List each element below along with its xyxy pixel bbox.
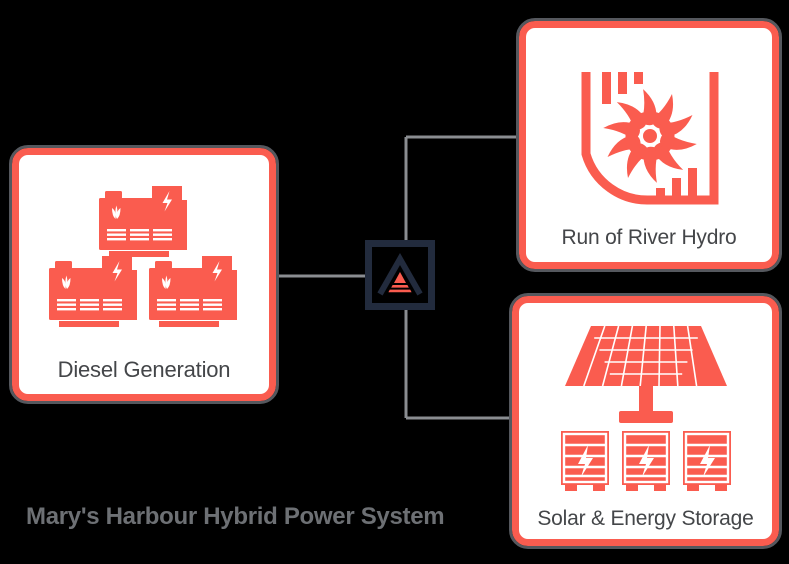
node-card-diesel-generation[interactable]: Diesel Generation — [9, 145, 279, 404]
solar-panel-icon — [564, 325, 727, 423]
node-card-solar-energy-storage[interactable]: Solar & Energy Storage — [509, 293, 782, 549]
diesel-generator-icon — [49, 186, 237, 327]
battery-cabinet-group — [560, 430, 731, 491]
microgrid-controller-icon — [365, 240, 435, 310]
river-turbine-icon — [581, 71, 719, 205]
node-card-run-of-river-hydro[interactable]: Run of River Hydro — [516, 18, 782, 272]
diesel-generator-icon-group — [19, 155, 269, 357]
card-content: Solar & Energy Storage — [519, 303, 772, 539]
card-content: Run of River Hydro — [526, 28, 772, 262]
solar-panel-battery-icon — [560, 325, 731, 491]
card-label-solar-energy-storage: Solar & Energy Storage — [537, 507, 754, 530]
node-hub-microgrid-controller[interactable] — [365, 240, 435, 310]
page-title: Mary's Harbour Hybrid Power System — [26, 503, 445, 530]
solar-panel-battery-icon-group — [519, 303, 772, 506]
river-turbine-icon-group — [526, 28, 772, 225]
card-label-diesel-generation: Diesel Generation — [57, 357, 231, 382]
card-label-run-of-river-hydro: Run of River Hydro — [561, 226, 737, 249]
card-content: Diesel Generation — [19, 155, 269, 394]
